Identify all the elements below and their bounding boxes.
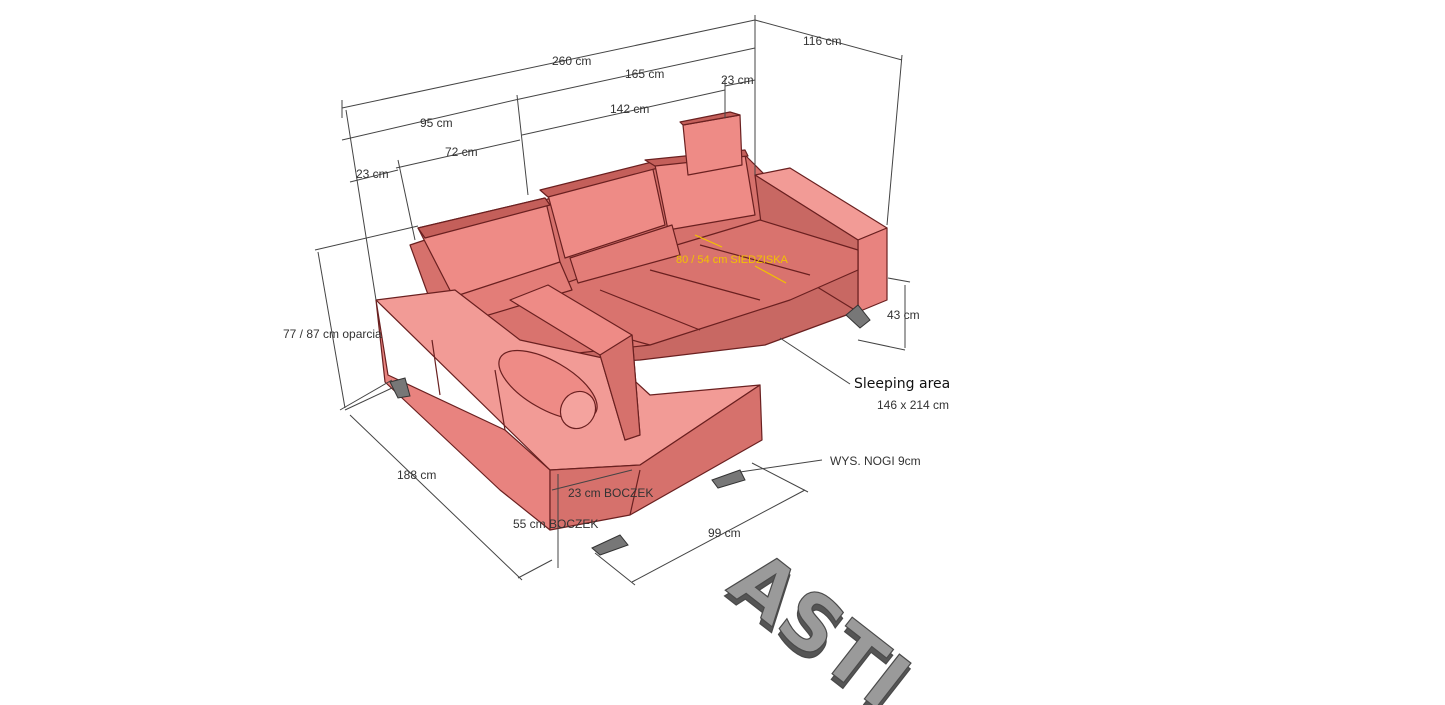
label-armrest-width: 23 cm — [356, 167, 389, 181]
label-left-section: 95 cm — [420, 116, 453, 130]
label-main-seat: 142 cm — [610, 102, 649, 116]
sleeping-area-label: Sleeping area — [854, 376, 950, 392]
label-seat-depth: 80 / 54 cm SIEDZISKA — [676, 254, 789, 266]
leg-right — [845, 304, 871, 329]
label-seat-height: 43 cm — [887, 308, 920, 322]
leg-chaise-corner — [591, 534, 629, 556]
label-main-section: 165 cm — [625, 67, 664, 81]
label-backrest-height: 77 / 87 cm oparcia — [283, 327, 382, 341]
label-left-seat: 72 cm — [445, 145, 478, 159]
sleeping-area-size: 146 x 214 cm — [877, 398, 949, 412]
label-total-length: 260 cm — [552, 54, 591, 68]
label-leg-height: WYS. NOGI 9cm — [830, 454, 921, 468]
leg-chaise-back — [389, 377, 411, 399]
asti-logo: ASTI ASTI — [712, 533, 926, 705]
chaise-front-face — [549, 384, 763, 531]
dimension-labels: 260 cm 116 cm 165 cm 23 cm 142 cm 95 cm … — [283, 34, 950, 540]
leg-chaise-front — [711, 469, 746, 489]
chaise-backrest-front — [599, 334, 641, 441]
label-headrest-width: 23 cm — [721, 73, 754, 87]
right-armrest-side — [857, 227, 888, 313]
label-chaise-length: 188 cm — [397, 468, 436, 482]
back-cushion-left-top — [417, 197, 551, 239]
label-depth: 116 cm — [803, 34, 841, 48]
label-armrest-top: 23 cm BOCZEK — [568, 486, 653, 500]
corner-sofa — [375, 111, 888, 556]
logo-text: ASTI — [713, 534, 925, 705]
lower-pillow-middle — [569, 224, 681, 284]
label-armrest-height: 55 cm BOCZEK — [513, 517, 598, 531]
label-chaise-width: 99 cm — [708, 526, 741, 540]
dimension-lines — [314, 15, 911, 586]
